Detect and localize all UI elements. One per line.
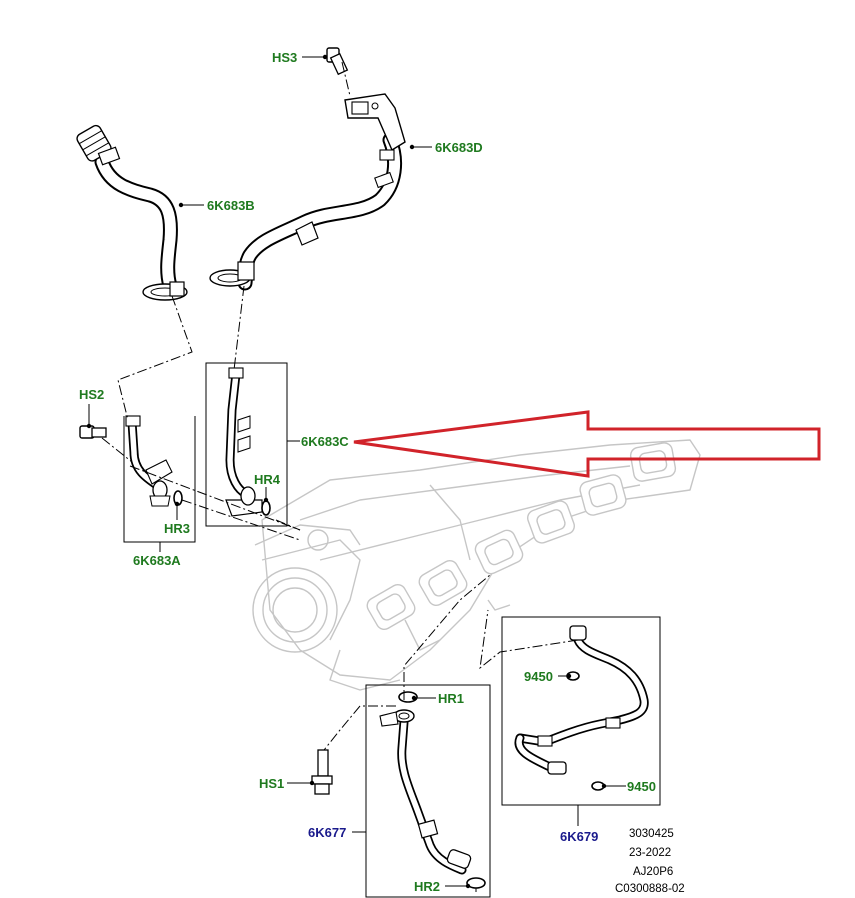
pipe-6k677-box — [365, 684, 491, 898]
label-6k683d: 6K683D — [435, 140, 483, 155]
label-6k683b: 6K683B — [207, 198, 255, 213]
reference-line-1: 3030425 — [629, 828, 674, 840]
label-hr4: HR4 — [254, 472, 281, 487]
label-6k683c: 6K683C — [301, 434, 349, 449]
hose-6k683a — [125, 415, 173, 507]
pipe-6k679 — [514, 625, 649, 775]
pipe-6k677 — [379, 709, 472, 875]
hose-6k683b — [76, 124, 188, 301]
callout-arrow-icon — [353, 410, 821, 478]
reference-line-3: AJ20P6 — [633, 866, 673, 878]
label-9450-top: 9450 — [524, 669, 553, 684]
hose-6k683c — [225, 367, 263, 517]
label-hs3: HS3 — [272, 50, 297, 65]
bolt-icon — [79, 425, 107, 439]
bolt-icon — [311, 749, 333, 795]
o-ring-icon — [398, 691, 418, 703]
reference-line-4: C0300888-02 — [615, 883, 685, 895]
reference-line-2: 23-2022 — [629, 847, 671, 859]
label-6k683a: 6K683A — [133, 553, 181, 568]
label-9450-bottom: 9450 — [627, 779, 656, 794]
clip-icon — [261, 500, 271, 516]
label-hr1: HR1 — [438, 691, 464, 706]
label-hr3: HR3 — [164, 521, 190, 536]
label-hs1: HS1 — [259, 776, 284, 791]
leader-lines — [86, 54, 626, 889]
assembly-lines — [101, 61, 579, 892]
bolt-icon — [326, 47, 349, 76]
label-6k677: 6K677 — [308, 825, 346, 840]
label-hr2: HR2 — [414, 879, 440, 894]
hose-6k683c-box — [205, 362, 288, 527]
label-hs2: HS2 — [79, 387, 104, 402]
hose-6k683d — [209, 93, 406, 291]
turbocharger-manifold-ghost — [252, 439, 701, 691]
label-6k679: 6K679 — [560, 829, 598, 844]
reference-block: 3030425 23-2022 AJ20P6 C0300888-02 — [615, 828, 685, 895]
pipe-6k679-box — [501, 616, 661, 806]
